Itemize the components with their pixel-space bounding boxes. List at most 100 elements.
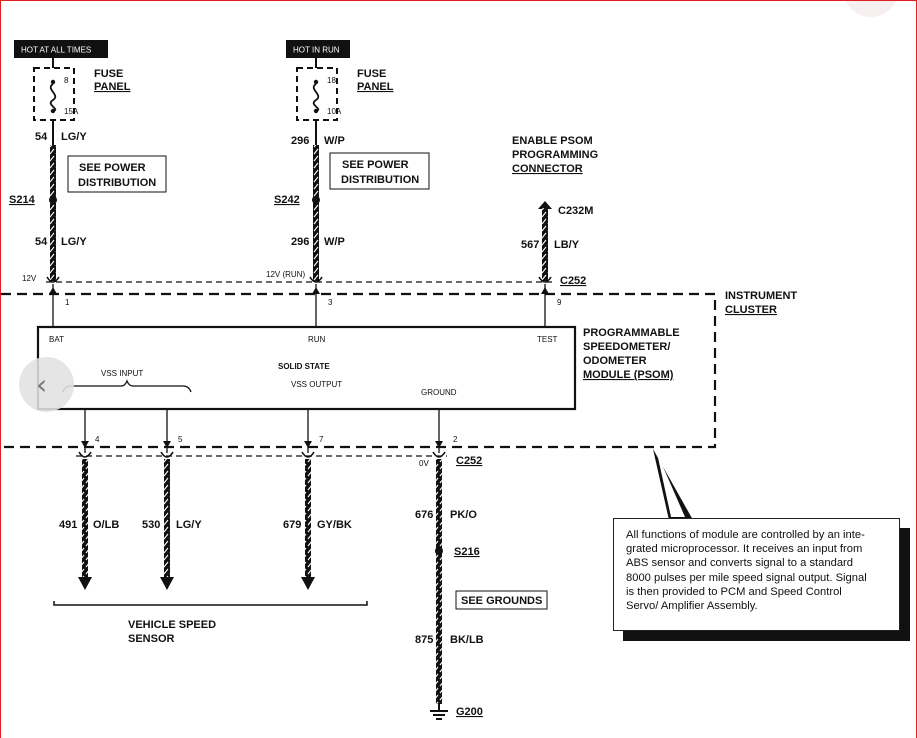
hot-in-run-tag [286, 40, 350, 58]
fuse-a-element [49, 83, 57, 112]
wire-530-circuit: 530 [142, 519, 160, 531]
voltage-12v: 12V [22, 274, 37, 283]
note-line-2: grated microprocessor. It receives an in… [626, 543, 863, 556]
splice-s214-dot [49, 196, 57, 204]
fuse-b-label-1: FUSE [357, 68, 386, 80]
wire-54-bottom-color: LG/Y [61, 236, 87, 248]
connector-c252-top: C252 [560, 275, 586, 287]
wire-296-bottom-circuit: 296 [291, 236, 309, 248]
vehicle-speed-sensor-bracket [53, 601, 368, 606]
note-line-6: Servo/ Amplifier Assembly. [626, 600, 758, 613]
wire-296-bottom-color: W/P [324, 236, 345, 248]
enable-psom-line2: PROGRAMMING [512, 149, 598, 161]
see-grounds-label: SEE GROUNDS [461, 595, 542, 607]
module-vss-output: VSS OUTPUT [291, 380, 342, 389]
see-power-dist-1-line2: DISTRIBUTION [78, 177, 156, 189]
wire-491-arrow [78, 577, 92, 590]
fuse-b-rating: 10A [327, 107, 342, 116]
note-line-4: 8000 pulses per mile speed signal output… [626, 571, 867, 584]
fuse-b-element [312, 83, 320, 112]
wire-54-top-color: LG/Y [61, 131, 87, 143]
wire-676-color: PK/O [450, 509, 477, 521]
wire-296-top-circuit: 296 [291, 135, 309, 147]
wire-679-circuit: 679 [283, 519, 301, 531]
splice-s242-dot [312, 196, 320, 204]
note-line-1: All functions of module are controlled b… [626, 529, 865, 541]
fuse-b-label-2: PANEL [357, 81, 394, 93]
pin-3: 3 [328, 298, 333, 307]
hot-at-all-times-label: HOT AT ALL TIMES [21, 46, 91, 55]
note-line-5: is then provided to PCM and Speed Contro… [626, 585, 842, 598]
wire-296 [313, 145, 319, 281]
splice-s242: S242 [274, 194, 300, 206]
connector-c232m: C232M [558, 205, 593, 217]
instrument-cluster-boundary [1, 292, 717, 449]
wire-530-color: LG/Y [176, 519, 202, 531]
cluster-label-2: CLUSTER [725, 304, 777, 316]
module-ground: GROUND [421, 388, 457, 397]
splice-s214: S214 [9, 194, 36, 206]
module-solid-state: SOLID STATE [278, 362, 330, 371]
wire-679-arrow [301, 577, 315, 590]
voltage-12v-run: 12V (RUN) [266, 270, 305, 279]
description-note: All functions of module are controlled b… [613, 518, 900, 631]
wire-491-color: O/LB [93, 519, 119, 531]
wire-875-color: BK/LB [450, 634, 484, 646]
back-button[interactable]: ‹ [19, 357, 74, 412]
voltage-0v: 0V [419, 459, 429, 468]
see-power-distribution-2 [329, 152, 430, 190]
ground-g200: G200 [456, 706, 483, 718]
fuse-a-label-2: PANEL [94, 81, 131, 93]
chevron-left-icon: ‹ [36, 368, 48, 401]
module-pin-bat: BAT [49, 335, 64, 344]
wire-567-color: LB/Y [554, 239, 580, 251]
fuse-a-number: 8 [64, 76, 69, 85]
cluster-label-1: INSTRUMENT [725, 290, 797, 302]
pin-7: 7 [319, 435, 324, 444]
see-power-dist-2-line2: DISTRIBUTION [341, 174, 419, 186]
wire-530 [164, 459, 170, 577]
psom-name-1: PROGRAMMABLE [583, 327, 680, 339]
pin-5: 5 [178, 435, 183, 444]
psom-name-4: MODULE (PSOM) [583, 369, 674, 381]
vss-label-1: VEHICLE SPEED [128, 619, 216, 631]
see-power-distribution-1 [67, 155, 167, 193]
fuse-b-number: 18 [327, 76, 336, 85]
wire-54-top-circuit: 54 [35, 131, 48, 143]
hot-in-run-label: HOT IN RUN [293, 46, 340, 55]
psom-name-2: SPEEDOMETER/ [583, 341, 670, 353]
wire-296-top-color: W/P [324, 135, 345, 147]
ground-g200-icon [430, 704, 448, 720]
wire-567 [542, 208, 548, 281]
wire-679 [305, 459, 311, 577]
splice-s216: S216 [454, 546, 480, 558]
enable-psom-line3: CONNECTOR [512, 163, 583, 175]
see-power-dist-2-line1: SEE POWER [342, 159, 409, 171]
hot-at-all-times-tag [14, 40, 108, 58]
wire-530-arrow [160, 577, 174, 590]
wire-54-bottom-circuit: 54 [35, 236, 48, 248]
note-line-3: ABS sensor and converts signal to a stan… [626, 557, 853, 570]
wire-491 [82, 459, 88, 577]
c232m-arrow [538, 201, 552, 209]
wire-676-circuit: 676 [415, 509, 433, 521]
module-vss-input: VSS INPUT [101, 369, 143, 378]
fuse-a-rating: 15A [64, 107, 79, 116]
vss-label-2: SENSOR [128, 633, 175, 645]
wire-875-circuit: 875 [415, 634, 433, 646]
wire-676-875 [436, 459, 442, 704]
wire-679-color: GY/BK [317, 519, 352, 531]
connector-c252-bottom: C252 [456, 455, 482, 467]
enable-psom-line1: ENABLE PSOM [512, 135, 593, 147]
pin-1: 1 [65, 298, 70, 307]
wire-491-circuit: 491 [59, 519, 77, 531]
pin-9: 9 [557, 298, 562, 307]
pin-2: 2 [453, 435, 458, 444]
pin-4: 4 [95, 435, 100, 444]
psom-name-3: ODOMETER [583, 355, 647, 367]
see-grounds-box [455, 590, 548, 610]
fuse-a-label-1: FUSE [94, 68, 123, 80]
corner-overlay [843, 1, 899, 17]
